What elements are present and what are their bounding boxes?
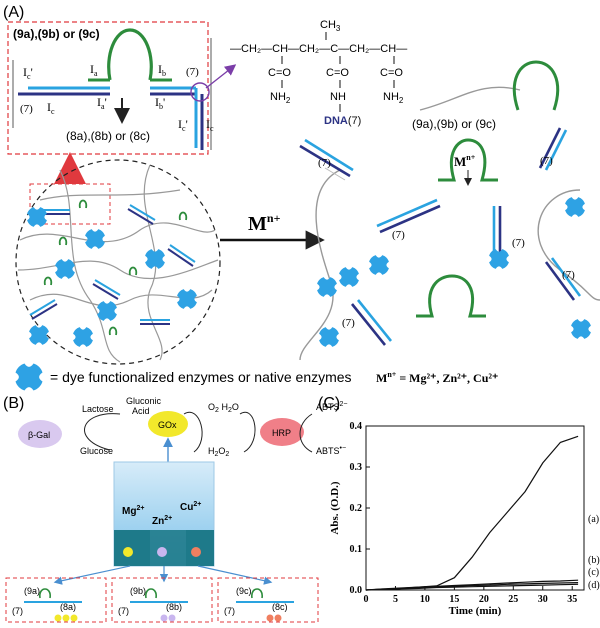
reaction-cycles [84, 411, 313, 453]
svg-text:(7): (7) [342, 317, 355, 329]
metals-text: Mn+ = Mg²⁺, Zn²⁺, Cu²⁺ [376, 370, 498, 385]
svg-text:NH2: NH2 [270, 91, 291, 105]
svg-text:Mg2+: Mg2+ [122, 505, 144, 517]
svg-text:β-Gal: β-Gal [28, 430, 50, 440]
x-tick-label: 15 [449, 594, 459, 605]
svg-text:Cu2+: Cu2+ [180, 501, 201, 513]
svg-text:(7): (7) [118, 606, 129, 616]
svg-text:(7): (7) [224, 606, 235, 616]
svg-text:(7): (7) [540, 155, 553, 167]
hrp-enzyme [260, 418, 304, 446]
series-label: (b) [588, 555, 600, 566]
svg-text:HRP: HRP [272, 428, 291, 438]
svg-text:Ia': Ia' [97, 95, 107, 111]
svg-text:Ic: Ic [206, 117, 214, 133]
x-tick-label: 0 [364, 594, 369, 605]
svg-text:(8b): (8b) [166, 602, 182, 612]
svg-text:H2O2: H2O2 [208, 446, 229, 458]
svg-text:Lactose: Lactose [82, 404, 114, 414]
svg-text:—CH₂—CH—CH₂—C—CH₂—CH—: —CH₂—CH—CH₂—C—CH₂—CH— [230, 43, 407, 55]
seven-label-left: (7) [20, 103, 33, 115]
x-tick-label: 35 [567, 594, 577, 605]
series-line [365, 435, 579, 591]
released-hairpins [416, 60, 560, 318]
series-label: (a) [588, 514, 599, 525]
x-tick-label: 30 [538, 594, 548, 605]
svg-text:CH3: CH3 [320, 19, 341, 33]
svg-text:(9c): (9c) [236, 586, 252, 596]
svg-text:(7): (7) [12, 606, 23, 616]
svg-text:(9a): (9a) [24, 586, 40, 596]
right-enzymes [317, 197, 591, 347]
svg-text:Ia: Ia [90, 62, 98, 78]
svg-text:(8c): (8c) [272, 602, 288, 612]
y-tick-label: 0.2 [350, 503, 363, 514]
svg-text:C=O: C=O [268, 67, 291, 79]
panel-b-label: (B) [3, 395, 24, 412]
hydrogel-enzymes [27, 207, 197, 347]
svg-text:(8a): (8a) [60, 602, 76, 612]
hydrogel-duplexes [29, 199, 196, 336]
bgal-enzyme [18, 420, 62, 448]
svg-text:(9b): (9b) [130, 586, 146, 596]
y-tick-label: 0.4 [350, 421, 363, 432]
svg-text:NH2: NH2 [383, 91, 404, 105]
svg-text:O2 H2O: O2 H2O [208, 402, 239, 414]
svg-text:Ic': Ic' [178, 117, 188, 133]
svg-text:(7): (7) [512, 237, 525, 249]
y-axis-label: Abs. (O.D.) [329, 481, 341, 535]
panel-c-label: (C) [318, 395, 340, 412]
svg-text:Ib': Ib' [155, 95, 165, 111]
svg-text:GOx: GOx [158, 420, 177, 430]
box-title: (9a),(9b) or (9c) [13, 27, 100, 41]
svg-text:C=O: C=O [326, 67, 349, 79]
svg-text:Ic: Ic [47, 100, 55, 116]
svg-text:(7): (7) [318, 157, 331, 169]
svg-text:(7): (7) [392, 229, 405, 241]
svg-text:DNA(7): DNA(7) [324, 115, 361, 127]
series-line [365, 583, 579, 591]
y-tick-label: 0.1 [350, 544, 363, 555]
y-tick-label: 0.3 [350, 462, 363, 473]
svg-text:(7): (7) [562, 269, 575, 281]
series-label: (c) [588, 567, 599, 578]
beaker [113, 461, 215, 567]
x-axis-label: Time (min) [449, 605, 502, 617]
svg-text:Ic': Ic' [23, 65, 33, 81]
legend-text: = dye functionalized enzymes or native e… [50, 369, 352, 385]
x-tick-label: 10 [420, 594, 430, 605]
hairpin-label: (9a),(9b) or (9c) [412, 117, 496, 131]
products-label: (8a),(8b) or (8c) [66, 129, 150, 143]
svg-text:ABTS2−: ABTS2− [316, 401, 348, 412]
released-duplexes [299, 127, 582, 346]
zoomed-duplex [18, 28, 210, 150]
svg-text:Zn2+: Zn2+ [152, 515, 172, 527]
x-tick-label: 20 [479, 594, 489, 605]
polymer-structure: CH3 —CH₂—CH—CH₂—C—CH₂—CH— C=O C=O C=O NH… [230, 19, 407, 127]
svg-text:NH: NH [330, 91, 346, 103]
svg-text:Mn+: Mn+ [248, 211, 281, 235]
seven-label-right: (7) [186, 66, 199, 78]
svg-text:C=O: C=O [380, 67, 403, 79]
y-tick-label: 0.0 [350, 585, 363, 596]
panel-a-label: (A) [3, 4, 24, 21]
x-tick-label: 5 [393, 594, 398, 605]
svg-text:Mn+: Mn+ [454, 153, 476, 169]
svg-text:Glucose: Glucose [80, 446, 113, 456]
svg-text:Gluconic: Gluconic [126, 396, 162, 406]
svg-text:Ib: Ib [158, 62, 166, 78]
beaker-boxes: (9a)(7)(8a) (9b)(7)(8b) (9c)(7)(8c) [5, 577, 319, 623]
svg-text:Acid: Acid [132, 406, 150, 416]
enzyme-legend-icon [15, 363, 43, 391]
plot-frame [365, 425, 585, 591]
svg-text:ABTS•−: ABTS•− [316, 445, 346, 456]
x-tick-label: 25 [508, 594, 518, 605]
gox-enzyme [148, 411, 188, 437]
hydrogel-circle [15, 159, 221, 365]
series-label: (d) [588, 580, 600, 591]
